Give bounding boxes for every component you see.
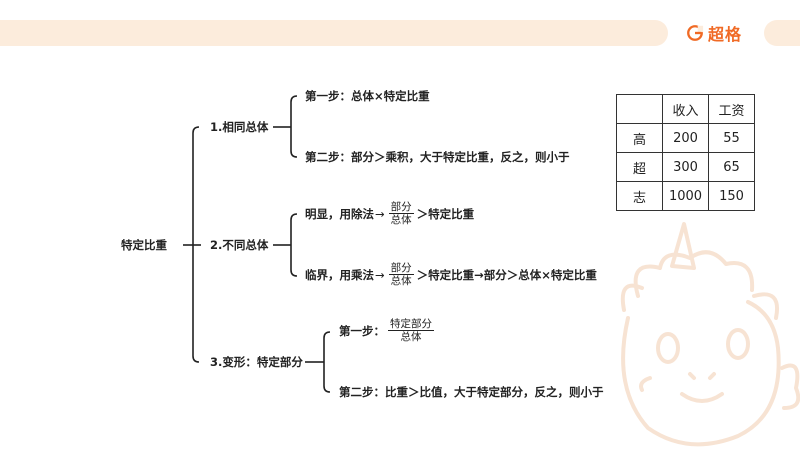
table-cell: 200: [662, 123, 709, 153]
branch-1-label: 1.相同总体: [210, 120, 269, 134]
table-cell: 1000: [662, 181, 709, 211]
branch-3-label: 3.变形：特定部分: [210, 355, 303, 369]
brand-logo: 超格: [686, 22, 742, 44]
branch-3-step-1: 第一步： 特定部分 总体: [339, 318, 437, 343]
critical-suffix: ＞特定比重→部分＞总体×特定比重: [416, 267, 597, 282]
table-cell: 55: [708, 123, 755, 153]
table-header-cell: [616, 94, 663, 124]
table-row: 高 200 55: [616, 123, 755, 153]
header-banner: [0, 20, 668, 46]
brand-name: 超格: [708, 25, 743, 44]
fraction-specific-part-over-total: 特定部分 总体: [388, 318, 434, 343]
fraction-denominator: 总体: [400, 331, 422, 343]
table-cell: 150: [708, 181, 755, 211]
arrow-icon: →: [375, 267, 385, 282]
fraction-part-over-total: 部分 总体: [388, 262, 414, 287]
income-wage-table: 收入 工资 高 200 55 超 300 65 志 1000 150: [616, 94, 755, 211]
branch-3-step-2: 第二步：比重＞比值，大于特定部分，反之，则小于: [339, 385, 604, 399]
branch-2-label: 2.不同总体: [210, 238, 269, 252]
table-cell: 65: [708, 152, 755, 182]
fraction-numerator: 部分: [388, 201, 414, 214]
obvious-suffix: ＞特定比重: [416, 206, 475, 221]
table-cell: 超: [616, 152, 663, 182]
table-header-cell: 收入: [662, 94, 709, 124]
brand-g-icon: [687, 25, 704, 41]
header-banner-end: [764, 20, 800, 46]
fraction-numerator: 部分: [388, 262, 414, 275]
unicorn-mascot-icon: [620, 222, 800, 447]
fraction-part-over-total: 部分 总体: [388, 201, 414, 226]
critical-prefix: 临界，用乘法: [305, 267, 374, 282]
root-node: 特定比重: [121, 238, 167, 252]
table-header-cell: 工资: [708, 94, 755, 124]
fraction-denominator: 总体: [390, 214, 412, 226]
branch-2-obvious-case: 明显，用除法 → 部分 总体 ＞特定比重: [305, 201, 474, 226]
table-cell: 志: [616, 181, 663, 211]
arrow-icon: →: [375, 206, 385, 221]
branch-1-step-1: 第一步：总体×特定比重: [305, 89, 430, 103]
branch-2-critical-case: 临界，用乘法 → 部分 总体 ＞特定比重→部分＞总体×特定比重: [305, 262, 597, 287]
branch-1-step-2: 第二步：部分＞乘积，大于特定比重，反之，则小于: [305, 150, 570, 164]
table-header-row: 收入 工资: [616, 94, 755, 124]
table-cell: 高: [616, 123, 663, 153]
obvious-prefix: 明显，用除法: [305, 206, 374, 221]
step-1-prefix: 第一步：: [339, 323, 385, 338]
fraction-numerator: 特定部分: [388, 318, 434, 331]
table-row: 超 300 65: [616, 152, 755, 182]
fraction-denominator: 总体: [390, 275, 412, 287]
table-row: 志 1000 150: [616, 181, 755, 211]
table-cell: 300: [662, 152, 709, 182]
